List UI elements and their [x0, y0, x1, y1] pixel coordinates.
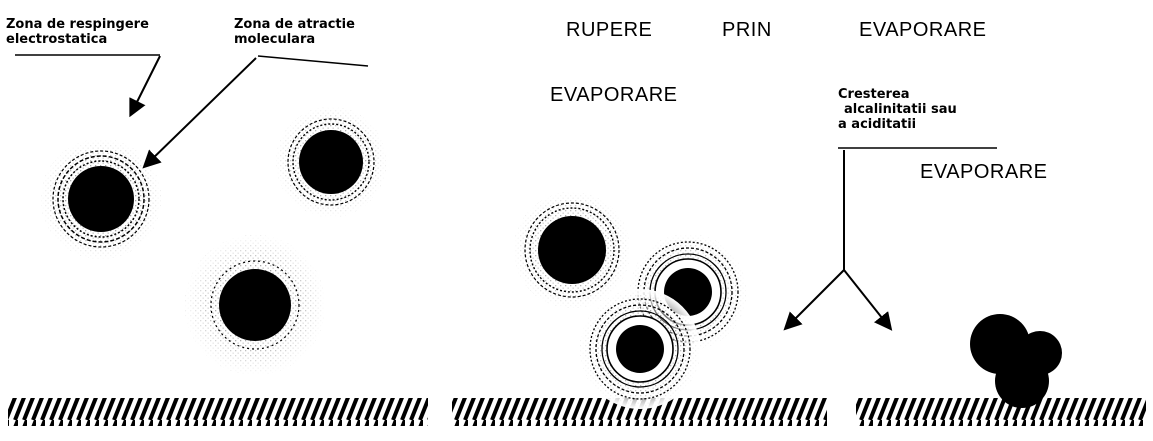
title-word-rupere: RUPERE	[566, 19, 652, 41]
title-word-prin: PRIN	[722, 19, 772, 41]
label-growth-note: Cresterea alcalinitatii sau a aciditatii	[838, 87, 957, 132]
label-repulsion-line-1: Zona de respingere	[6, 17, 149, 32]
particle-left-large	[41, 139, 161, 259]
arrow-down-left-icon	[15, 55, 160, 114]
particle-mid-single	[514, 192, 630, 308]
label-repulsion-zone: Zona de respingere electrostatica	[6, 17, 149, 47]
ground-hatch-right	[856, 398, 1146, 426]
aggregated-cluster	[970, 314, 1062, 408]
label-growth-line-3: a aciditatii	[838, 117, 957, 132]
label-attraction-line-2: moleculara	[234, 32, 355, 47]
particle-mid-pair-lower	[580, 289, 700, 409]
label-attraction-zone: Zona de atractie moleculara	[234, 17, 355, 47]
particle-left-bottom	[185, 235, 325, 375]
label-growth-line-2: alcalinitatii sau	[838, 102, 957, 117]
label-attraction-line-1: Zona de atractie	[234, 17, 355, 32]
split-arrow-icon	[786, 150, 890, 328]
ground-hatch-left	[8, 398, 428, 426]
label-repulsion-line-2: electrostatica	[6, 32, 149, 47]
label-evaporation-right: EVAPORARE	[920, 161, 1048, 183]
label-evaporation-middle: EVAPORARE	[550, 84, 678, 106]
title-word-evaporare: EVAPORARE	[859, 19, 987, 41]
label-growth-line-1: Cresterea	[838, 87, 957, 102]
particle-left-top	[276, 107, 386, 217]
